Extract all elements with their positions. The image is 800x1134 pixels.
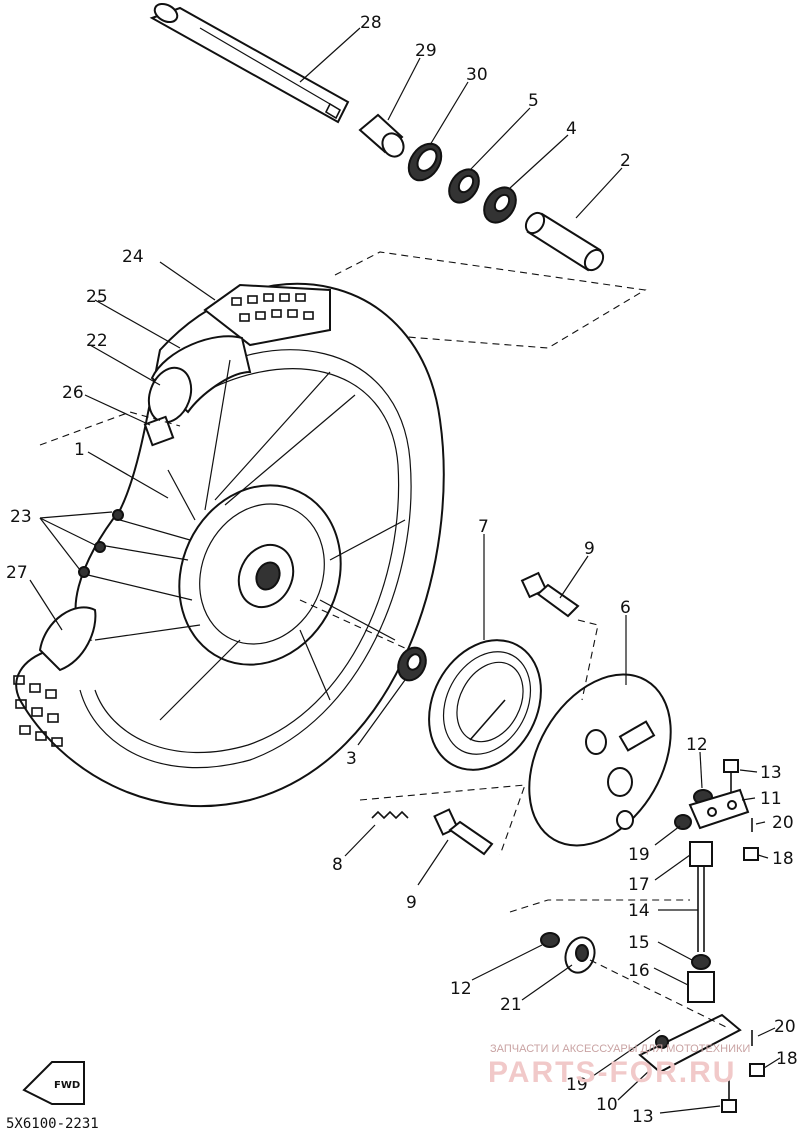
label-28: 28 — [360, 13, 382, 33]
label-29: 29 — [415, 41, 437, 61]
label-17: 17 — [628, 875, 650, 895]
leader-lines — [29, 27, 781, 1114]
fwd-label: FWD — [54, 1080, 80, 1091]
label-12-lower: 12 — [450, 979, 472, 999]
label-19-lower: 19 — [566, 1075, 588, 1095]
spokes — [87, 359, 406, 721]
label-30: 30 — [466, 65, 488, 85]
brake-shoes-7 — [428, 639, 542, 771]
label-4: 4 — [566, 119, 577, 139]
label-7: 7 — [478, 517, 489, 537]
label-22: 22 — [86, 331, 108, 351]
label-26: 26 — [62, 383, 84, 403]
label-18-lower: 18 — [776, 1049, 798, 1069]
label-23: 23 — [10, 507, 32, 527]
spacer-2 — [524, 211, 605, 272]
axle-28 — [149, 2, 350, 124]
camshaft-9-lower — [433, 808, 494, 856]
label-18-upper: 18 — [772, 849, 794, 869]
label-8: 8 — [332, 855, 343, 875]
label-6: 6 — [620, 598, 631, 618]
label-1: 1 — [74, 440, 85, 460]
label-15: 15 — [628, 933, 650, 953]
label-13-upper: 13 — [760, 763, 782, 783]
label-9-lower: 9 — [406, 893, 417, 913]
label-21: 21 — [500, 995, 522, 1015]
label-2: 2 — [620, 151, 631, 171]
label-16: 16 — [628, 961, 650, 981]
brake-arm-hardware — [540, 759, 765, 1113]
label-27: 27 — [6, 563, 28, 583]
diagram-code: 5X6100-2231 — [6, 1116, 99, 1132]
bearing-5 — [448, 168, 480, 204]
label-5: 5 — [528, 91, 539, 111]
camshaft-9-upper — [520, 571, 580, 618]
brake-plate-6 — [528, 673, 672, 847]
label-19-upper: 19 — [628, 845, 650, 865]
part-labels: 28 29 30 5 4 2 24 25 22 26 1 23 27 7 9 6… — [6, 13, 798, 1127]
tire-tread-24 — [203, 283, 331, 347]
label-25: 25 — [86, 287, 108, 307]
label-14: 14 — [628, 901, 650, 921]
label-13-lower: 13 — [632, 1107, 654, 1127]
spacer-29 — [358, 113, 405, 158]
label-10: 10 — [596, 1095, 618, 1115]
oil-seal-3 — [397, 646, 427, 682]
label-12-upper: 12 — [686, 735, 708, 755]
tire-tread-lower — [13, 675, 63, 747]
watermark-line2: PARTS-FOR.RU — [488, 1056, 736, 1089]
oil-seal-30 — [407, 142, 443, 182]
watermark-line1: ЗАПЧАСТИ И АКСЕССУАРЫ ДЛЯ МОТОТЕХНИКИ — [490, 1043, 750, 1055]
label-3: 3 — [346, 749, 357, 769]
label-9-upper: 9 — [584, 539, 595, 559]
label-20-upper: 20 — [772, 813, 794, 833]
wheel-assembly — [13, 282, 445, 808]
label-24: 24 — [122, 247, 144, 267]
watermark: ЗАПЧАСТИ И АКСЕССУАРЫ ДЛЯ МОТОТЕХНИКИ PA… — [488, 1043, 750, 1089]
label-20-lower: 20 — [774, 1017, 796, 1037]
fwd-arrow-icon: FWD — [22, 1061, 85, 1105]
bearing-4 — [483, 186, 517, 224]
label-11: 11 — [760, 789, 782, 809]
wheel-hub — [178, 484, 342, 666]
